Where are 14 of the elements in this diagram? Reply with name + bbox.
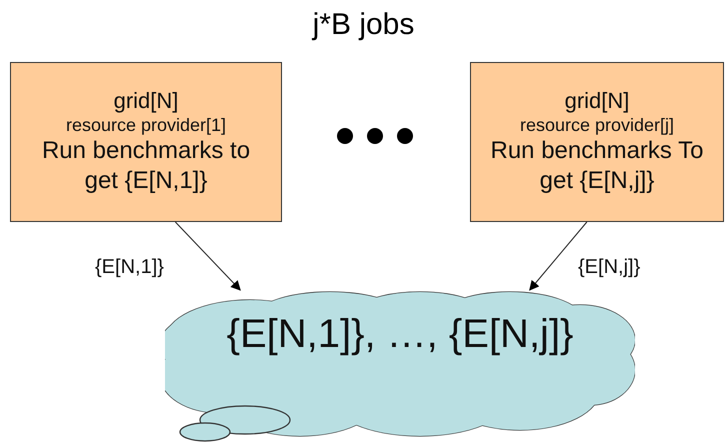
- box-text: Run benchmarks to get {E[N,1]}: [40, 136, 252, 196]
- edge-label: {E[N,1]}: [95, 256, 164, 279]
- diagram-title: j*B jobs: [312, 8, 414, 42]
- box-heading: grid[N]: [564, 88, 630, 114]
- edge-label: {E[N,j]}: [578, 256, 640, 279]
- box-text: Run benchmarks To get {E[N,j]}: [490, 136, 704, 196]
- cloud-text: {E[N,1]}, …, {E[N,j]}: [226, 312, 574, 357]
- box-subheading: resource provider[1]: [66, 114, 226, 136]
- box-heading: grid[N]: [114, 88, 178, 114]
- process-box: [10, 62, 282, 222]
- arrow: [529, 222, 588, 291]
- box-subheading: resource provider[j]: [520, 114, 674, 136]
- arrow: [174, 222, 241, 291]
- process-box: [470, 62, 724, 222]
